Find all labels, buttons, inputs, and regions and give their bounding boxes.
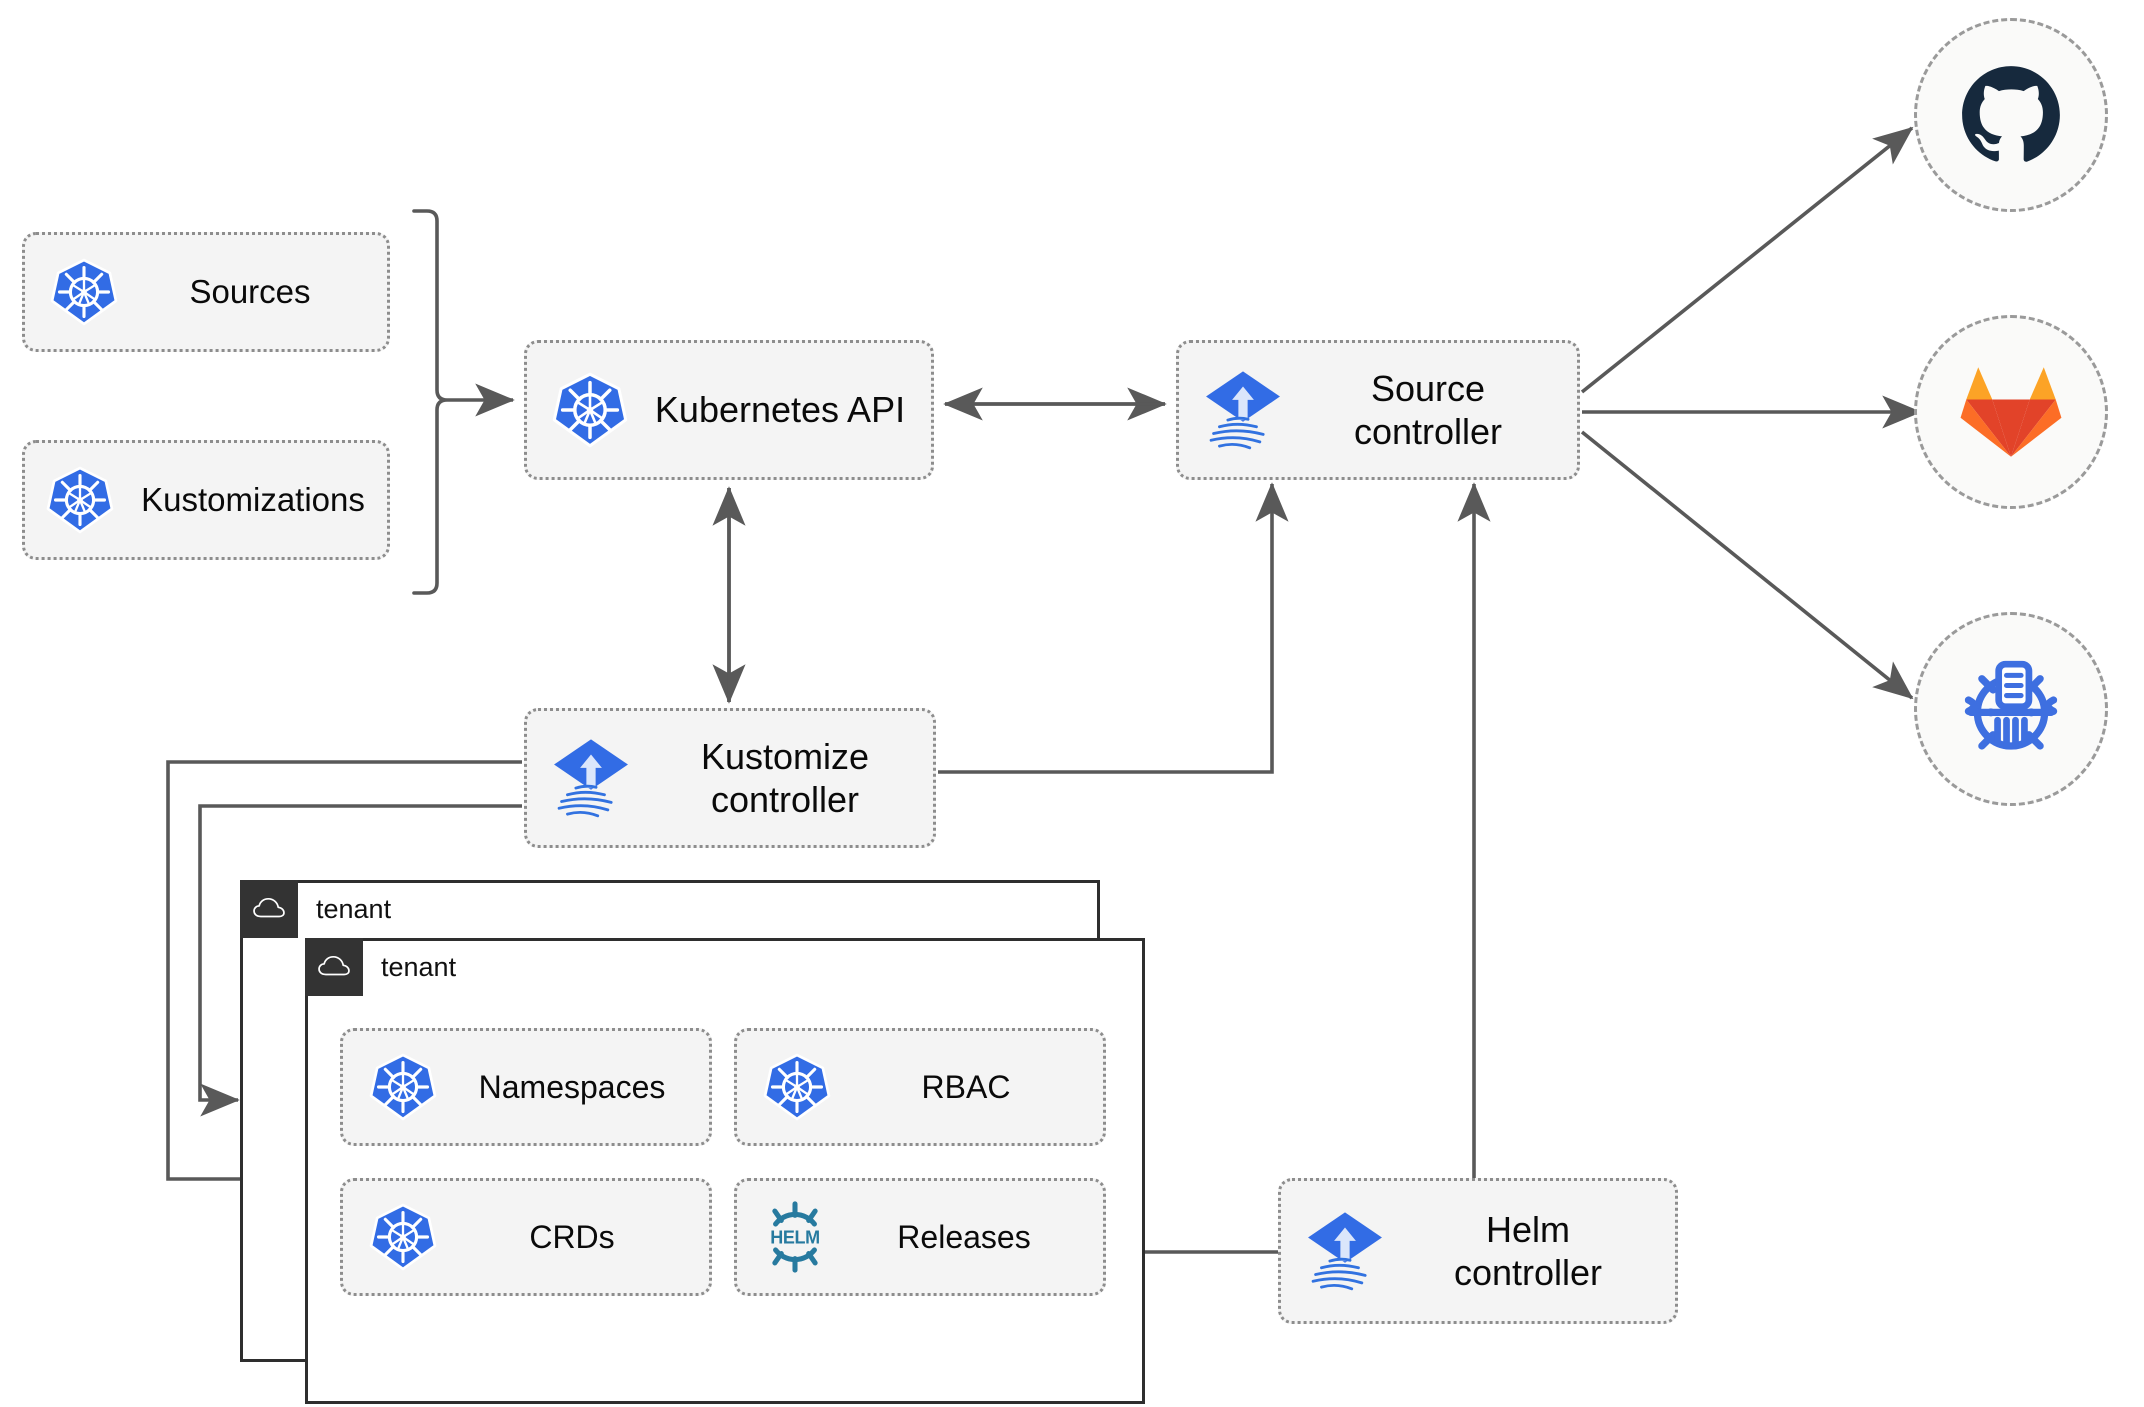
kubernetes-icon [343,1053,463,1121]
cloud-icon [305,938,363,996]
controller-source[interactable]: Source controller [1176,340,1580,480]
helm-icon [737,1201,853,1273]
tenant-resource-label: Releases [897,1218,1031,1255]
controller-label: Kustomize controller [700,735,870,820]
flux-icon [527,736,655,820]
resource-kustomizations[interactable]: Kustomizations [22,440,390,560]
kubernetes-icon [25,258,143,326]
resource-label: Kustomizations [141,481,365,519]
controller-label: Source controller [1353,367,1503,452]
kubernetes-icon [527,372,653,448]
tenant-resource-crds[interactable]: CRDs [340,1178,712,1296]
kubernetes-icon [737,1053,857,1121]
tenant-resource-label: Namespaces [478,1068,666,1105]
tenant-back-label: tenant [316,893,392,924]
provider-gitlab[interactable] [1914,315,2108,509]
controller-kustomize[interactable]: Kustomize controller [524,708,936,848]
github-icon [1959,63,2063,167]
tenant-resource-label: CRDs [529,1218,615,1255]
controller-kubernetes-api[interactable]: Kubernetes API [524,340,934,480]
tenant-front-container[interactable]: tenant [305,938,1145,1404]
controller-label: Kubernetes API [654,389,906,431]
tenant-back-title-bar: tenant [240,880,391,938]
resource-label: Sources [189,273,311,311]
tenant-front-label: tenant [381,951,457,982]
tenant-resource-releases[interactable]: Releases [734,1178,1106,1296]
provider-helm-repository[interactable] [1914,612,2108,806]
provider-github[interactable] [1914,18,2108,212]
kubernetes-icon [343,1203,463,1271]
controller-label: Helm controller [1453,1208,1603,1293]
kubernetes-icon [25,466,135,534]
tenant-front-title-bar: tenant [305,938,456,996]
tenant-resource-label: RBAC [921,1068,1011,1105]
tenant-resource-namespaces[interactable]: Namespaces [340,1028,712,1146]
flux-icon [1179,368,1307,452]
resource-sources[interactable]: Sources [22,232,390,352]
helm-repository-icon [1955,653,2067,765]
controller-helm[interactable]: Helm controller [1278,1178,1678,1324]
tenant-resource-rbac[interactable]: RBAC [734,1028,1106,1146]
flux-icon [1281,1209,1409,1293]
cloud-icon [240,880,298,938]
gitlab-icon [1959,360,2063,464]
